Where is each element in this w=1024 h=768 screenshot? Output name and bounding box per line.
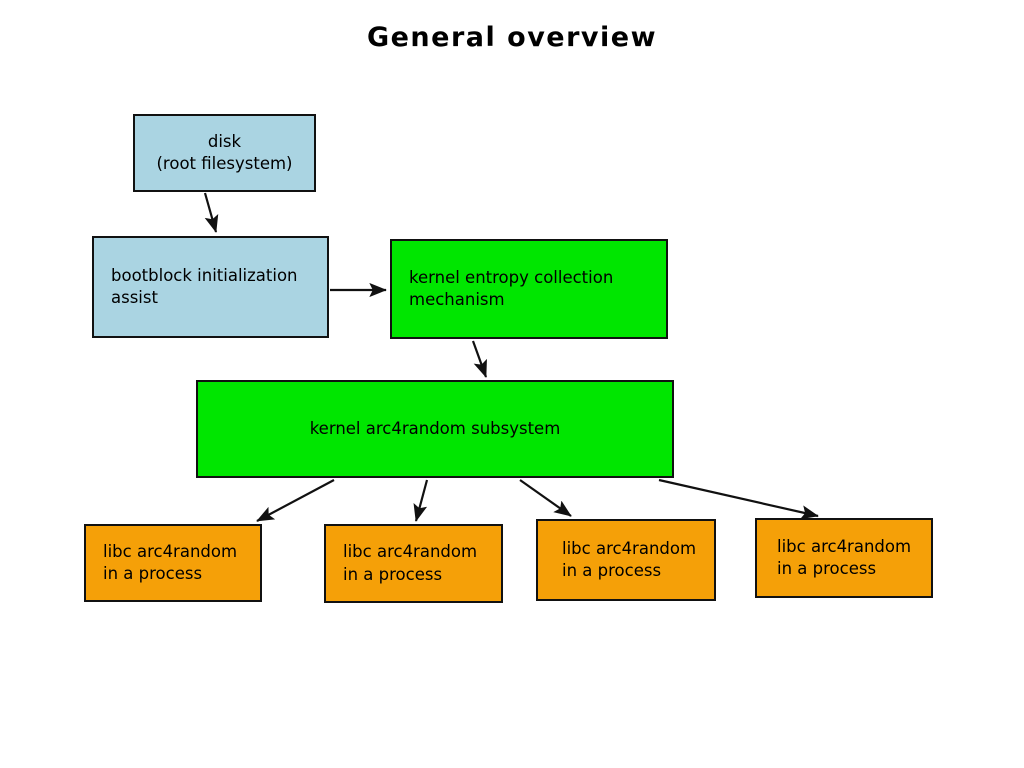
node-label: libc arc4random in a process	[343, 542, 478, 584]
edge-arc4random-to-process-2	[413, 479, 429, 522]
page-title: General overview	[366, 22, 658, 53]
edge-disk-to-bootblock	[203, 192, 219, 233]
node-label: kernel arc4random subsystem	[309, 418, 561, 438]
edge-arc4random-to-process-4	[658, 478, 819, 520]
node-libc-process-2[interactable]: libc arc4random in a process	[324, 524, 503, 603]
node-label: libc arc4random in a process	[103, 541, 238, 583]
edge-arc4random-to-process-3	[519, 479, 572, 517]
node-kernel-arc4random[interactable]: kernel arc4random subsystem	[196, 380, 674, 478]
node-label: libc arc4random in a process	[777, 536, 912, 578]
edge-entropy-to-arc4random	[471, 340, 488, 378]
node-bootblock[interactable]: bootblock initialization assist	[92, 236, 329, 338]
node-label: libc arc4random in a process	[562, 538, 697, 580]
node-libc-process-1[interactable]: libc arc4random in a process	[84, 524, 262, 602]
node-kernel-entropy[interactable]: kernel entropy collection mechanism	[390, 239, 668, 339]
node-label: disk (root filesystem)	[156, 131, 293, 173]
node-label: kernel entropy collection mechanism	[409, 267, 614, 309]
node-libc-process-4[interactable]: libc arc4random in a process	[755, 518, 933, 598]
node-disk[interactable]: disk (root filesystem)	[133, 114, 316, 192]
node-label: bootblock initialization assist	[111, 265, 298, 307]
node-libc-process-3[interactable]: libc arc4random in a process	[536, 519, 716, 601]
edge-arc4random-to-process-1	[256, 479, 335, 522]
